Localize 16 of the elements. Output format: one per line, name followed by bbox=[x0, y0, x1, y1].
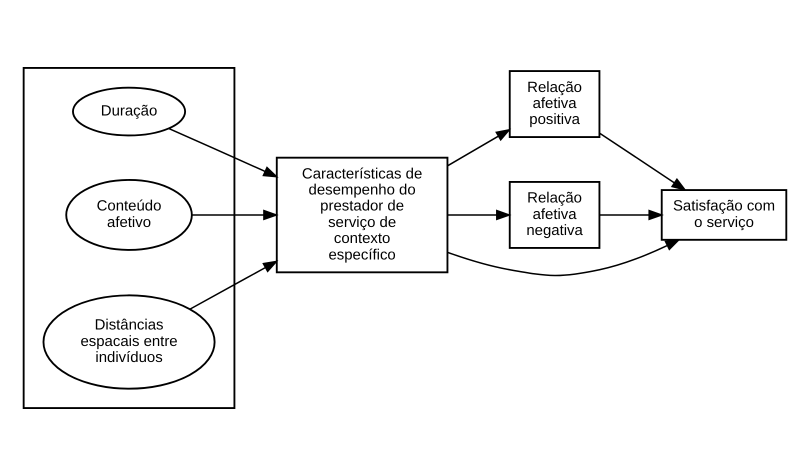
node-box: Satisfação com o serviço bbox=[660, 188, 788, 240]
arrow bbox=[190, 260, 278, 310]
arrow bbox=[448, 238, 681, 276]
cluster bbox=[22, 66, 236, 408]
arrow bbox=[447, 128, 512, 166]
node-box: Relação afetiva positiva bbox=[508, 70, 600, 138]
arrow bbox=[599, 132, 687, 191]
node-ellipse: Distâncias espacais entre indivíduos bbox=[42, 294, 216, 390]
node-ellipse: Conteúdo afetivo bbox=[65, 178, 193, 250]
arrow bbox=[448, 209, 512, 220]
arrow bbox=[600, 209, 664, 220]
node-box: Características de desempenho do prestador de serviço de contexto específico bbox=[276, 156, 448, 273]
node-ellipse: Duração bbox=[72, 86, 186, 136]
arrow bbox=[168, 127, 279, 178]
node-box: Relação afetiva negativa bbox=[508, 180, 600, 248]
arrow bbox=[192, 209, 279, 220]
